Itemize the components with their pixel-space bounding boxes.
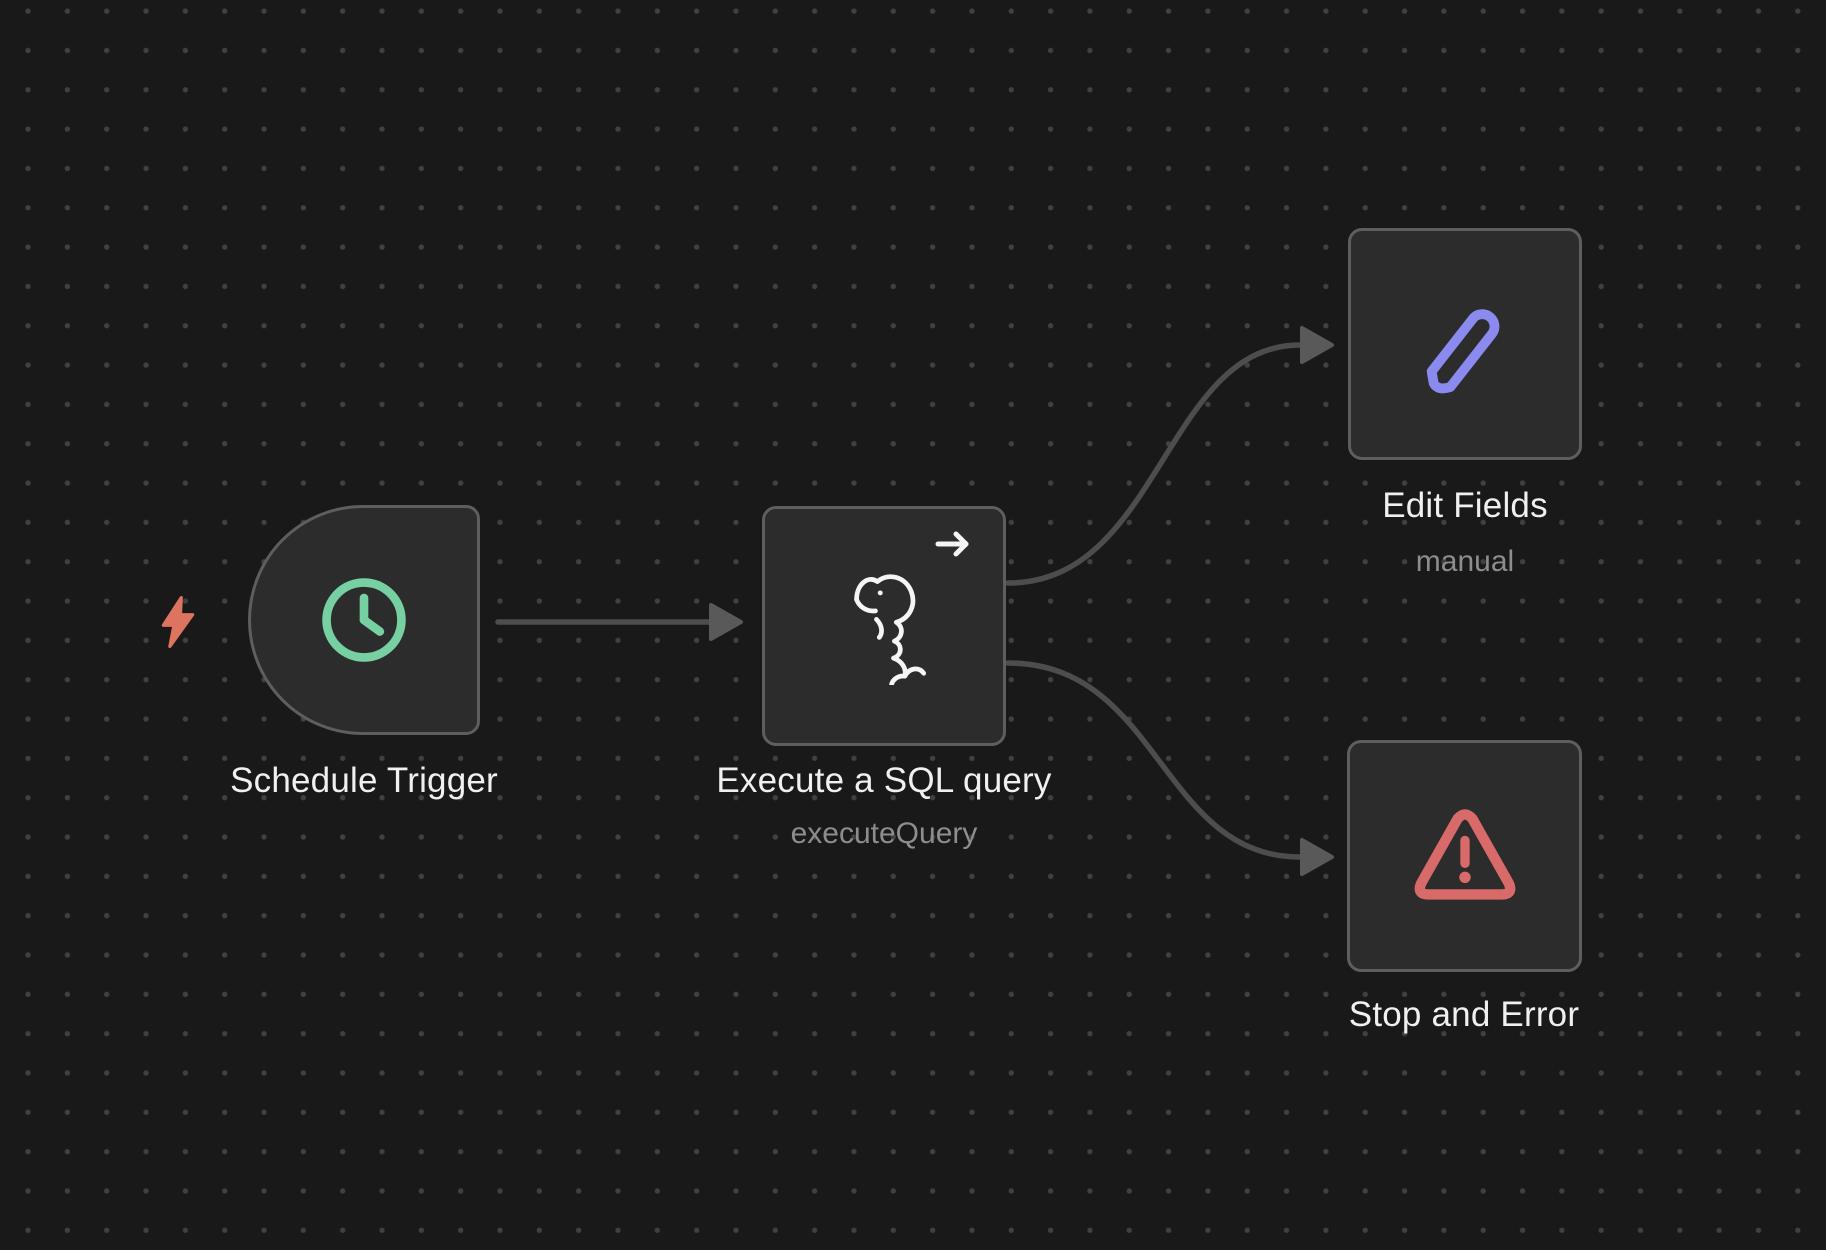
node-sublabel-edit-fields: manual [1415, 545, 1515, 578]
node-label-mysql-query: Execute a SQL query [716, 761, 1052, 800]
pencil-icon [1426, 309, 1500, 394]
node-sublabel-mysql-query: executeQuery [790, 817, 978, 850]
node-stop-and-error[interactable] [1347, 740, 1582, 972]
lightning-bolt-icon [161, 596, 195, 648]
node-label-stop-and-error: Stop and Error [1348, 995, 1580, 1034]
mysql-dolphin-icon [854, 574, 927, 685]
warning-triangle-icon [1414, 809, 1515, 900]
node-mysql-query[interactable] [762, 506, 1006, 746]
arrow-right-icon [935, 531, 969, 557]
node-edit-fields[interactable] [1348, 228, 1582, 460]
clock-icon [322, 578, 406, 662]
connection-trigger-to-sql[interactable] [495, 603, 743, 641]
node-label-edit-fields: Edit Fields [1382, 486, 1548, 525]
node-label-schedule-trigger: Schedule Trigger [230, 761, 498, 800]
node-schedule-trigger[interactable] [248, 505, 480, 735]
